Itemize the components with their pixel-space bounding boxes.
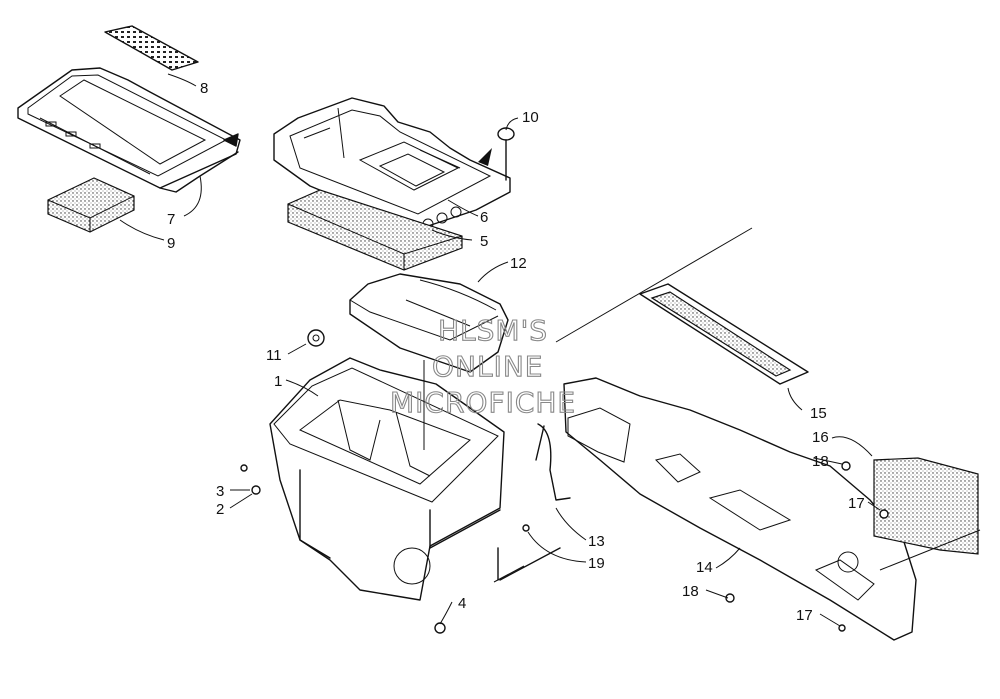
callout-14: 14 [696,559,713,576]
part-10-clip [497,127,515,181]
callout-1: 1 [274,373,282,390]
part-8-grille [104,25,199,71]
callout-7: 7 [167,211,175,228]
callout-5: 5 [480,233,488,250]
callout-9: 9 [167,235,175,252]
callout-2: 2 [216,501,224,518]
callout-15: 15 [810,405,827,422]
callout-17-lower: 17 [796,607,813,624]
part-7-cover-panel [17,67,241,193]
watermark-line-1: HLSM'S [438,314,548,347]
part-5-foam-pad [287,189,463,271]
part-1-storage-box [269,357,561,601]
callout-13: 13 [588,533,605,550]
callout-4: 4 [458,595,466,612]
fasteners [240,461,889,634]
callout-10: 10 [522,109,539,126]
part-16-foam-block [873,457,979,555]
callout-6: 6 [480,209,488,226]
callout-labels: 8 7 9 10 6 5 12 11 1 3 2 4 13 19 14 18 1… [167,80,865,624]
watermark-line-3: MICROFICHE [390,386,576,419]
callout-12: 12 [510,255,527,272]
callout-18-lower: 18 [682,583,699,600]
watermark: HLSM'S ONLINE MICROFICHE [389,313,576,419]
part-12-upper-lid [349,273,509,373]
callout-11: 11 [266,347,282,364]
callout-3: 3 [216,483,224,500]
leader-lines [119,73,881,627]
callout-16: 16 [812,429,829,446]
watermark-line-2: ONLINE [432,350,543,383]
part-11-knob [307,329,325,347]
part-13-rod [535,423,571,501]
callout-18-upper: 18 [812,453,829,470]
callout-19: 19 [588,555,605,572]
callout-8: 8 [200,80,208,97]
part-14-console [563,377,917,641]
callout-17-upper: 17 [848,495,865,512]
part-15-gasket [639,283,809,385]
assembly-lines [423,227,981,583]
part-9-foam-block [47,177,135,233]
